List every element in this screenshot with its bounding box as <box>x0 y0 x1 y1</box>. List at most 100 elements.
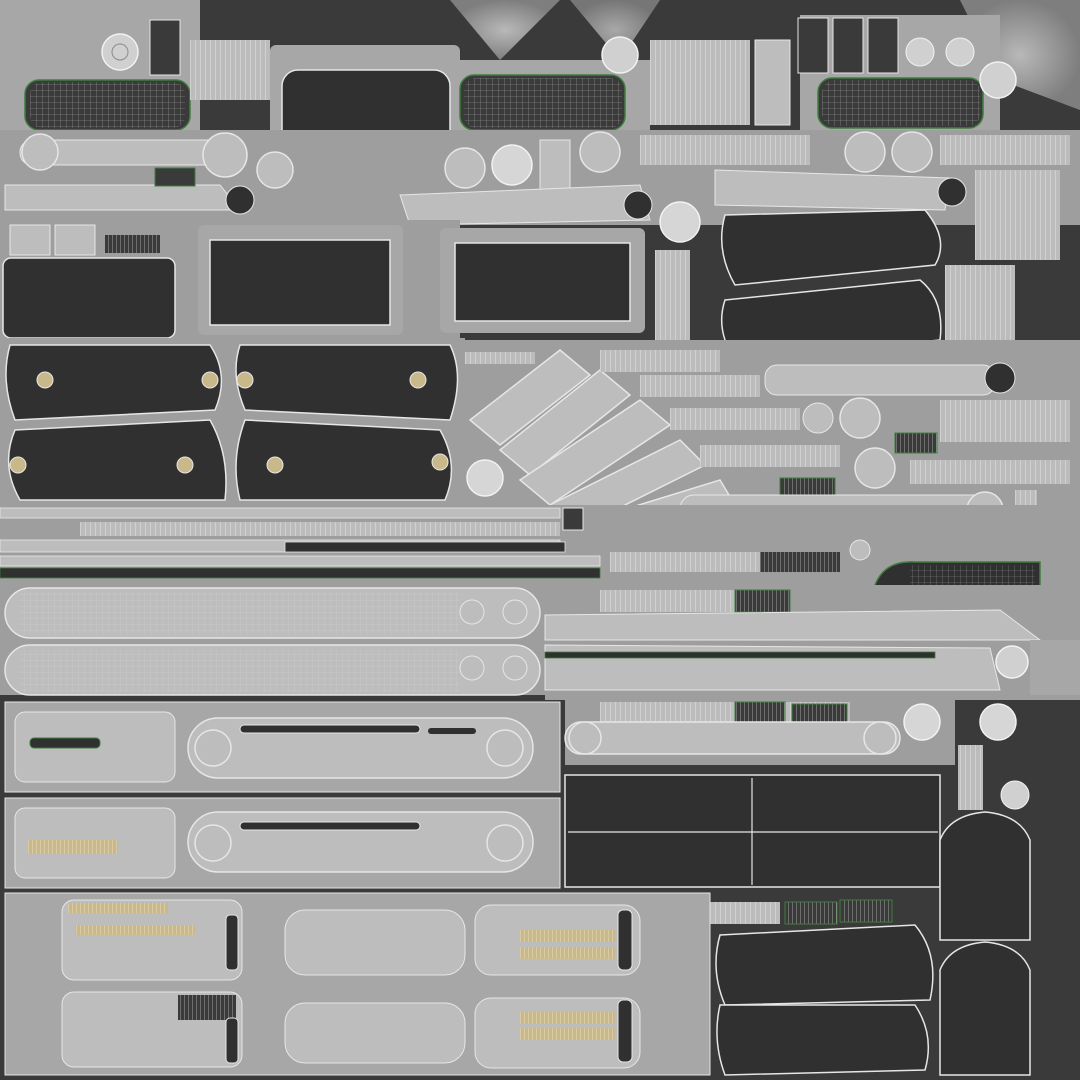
wheel-icon <box>903 703 941 741</box>
dark-badge <box>734 701 786 725</box>
tool-panel-inner <box>284 1002 466 1064</box>
gold-strip <box>520 947 615 959</box>
vertical-strip <box>655 250 690 340</box>
ring-icon <box>194 729 232 767</box>
gold-strip <box>520 930 615 942</box>
wheel-icon <box>101 33 139 71</box>
ring-icon <box>486 729 524 767</box>
pod-dot <box>36 371 54 389</box>
hole-icon <box>937 177 967 207</box>
top-right-block-2 <box>832 17 864 74</box>
small-cell <box>9 224 51 256</box>
ring-icon <box>194 824 232 862</box>
chain-link <box>498 369 632 476</box>
dark-badge <box>760 552 840 572</box>
pod-dot <box>409 371 427 389</box>
tool-slot <box>225 914 239 971</box>
dark-pod <box>716 1004 930 1076</box>
dark-panel-inner <box>209 239 391 326</box>
tool-panel-inner <box>187 811 534 873</box>
tool-slot <box>239 724 421 734</box>
tool-slot <box>617 999 633 1063</box>
pod-group <box>0 338 465 508</box>
dark-badge <box>734 589 791 613</box>
ring-icon <box>891 131 933 173</box>
tapered-link <box>4 184 242 211</box>
gear-icon <box>945 37 975 67</box>
tool-panels <box>4 701 711 1076</box>
stripe-bar <box>640 375 760 397</box>
top-mid-stripe <box>650 40 750 125</box>
ring-icon <box>202 132 248 178</box>
ring-icon <box>502 599 528 625</box>
ring-icon <box>854 447 896 489</box>
chain-link <box>468 349 592 446</box>
pod-dot <box>176 456 194 474</box>
stripe-bar <box>465 352 535 364</box>
dome-shell <box>939 811 1031 941</box>
small-cell <box>54 224 96 256</box>
stripe-bar <box>600 350 720 372</box>
dark-pod <box>715 924 934 1006</box>
ring-icon <box>839 397 881 439</box>
ring-icon <box>863 721 897 755</box>
top-left-stripe <box>190 40 270 100</box>
ring-icon <box>849 539 871 561</box>
gear-icon <box>1000 780 1030 810</box>
ring-icon <box>459 655 485 681</box>
hole-icon <box>984 362 1016 394</box>
tool-slot <box>428 728 476 734</box>
long-strip <box>0 507 561 519</box>
belt-grid <box>20 650 460 692</box>
dark-badge <box>154 167 196 187</box>
fan-center <box>570 0 660 60</box>
long-strip <box>0 555 601 567</box>
dark-pod <box>720 209 942 286</box>
ring-icon <box>459 599 485 625</box>
ring-icon <box>502 655 528 681</box>
ring-icon <box>21 133 59 171</box>
tool-handle <box>29 737 101 749</box>
gold-strip <box>520 1028 615 1040</box>
ring-icon <box>466 459 504 497</box>
fan-mid <box>450 0 560 60</box>
top-right-grid <box>822 80 980 126</box>
top-left-block <box>149 19 181 76</box>
ring-icon <box>802 402 834 434</box>
belt-grid <box>20 592 460 634</box>
ring-icon <box>844 131 886 173</box>
belts <box>0 585 1080 700</box>
pod <box>235 419 453 501</box>
pod-dot <box>201 371 219 389</box>
hole-icon <box>225 185 255 215</box>
ring-icon <box>579 131 621 173</box>
tapered-link <box>714 169 951 211</box>
wheel-icon <box>979 61 1017 99</box>
ring-icon <box>256 151 294 189</box>
long-strip <box>544 651 936 659</box>
gear-icon <box>995 645 1029 679</box>
dark-panel <box>2 257 176 339</box>
link-bar <box>564 721 901 755</box>
tapered-link <box>399 184 651 226</box>
stripe-bar <box>600 702 850 724</box>
top-mid-block <box>754 39 791 126</box>
dark-badge <box>784 901 838 925</box>
tool-panel-inner <box>284 909 466 976</box>
pod <box>7 419 227 501</box>
top-right-block-1 <box>797 17 829 74</box>
vertical-strip <box>958 745 983 810</box>
mid-blocks <box>0 209 1015 361</box>
top-right-block-3 <box>867 17 899 74</box>
gold-strip <box>68 903 168 913</box>
pod-dot <box>236 371 254 389</box>
pod-dot <box>266 456 284 474</box>
dark-badge <box>178 995 236 1020</box>
gold-strip <box>520 1012 615 1024</box>
wheel-icon <box>601 36 639 74</box>
dark-badge <box>894 432 938 454</box>
dark-badge <box>562 507 584 531</box>
dark-badge <box>791 703 848 725</box>
link-bar <box>640 135 810 165</box>
